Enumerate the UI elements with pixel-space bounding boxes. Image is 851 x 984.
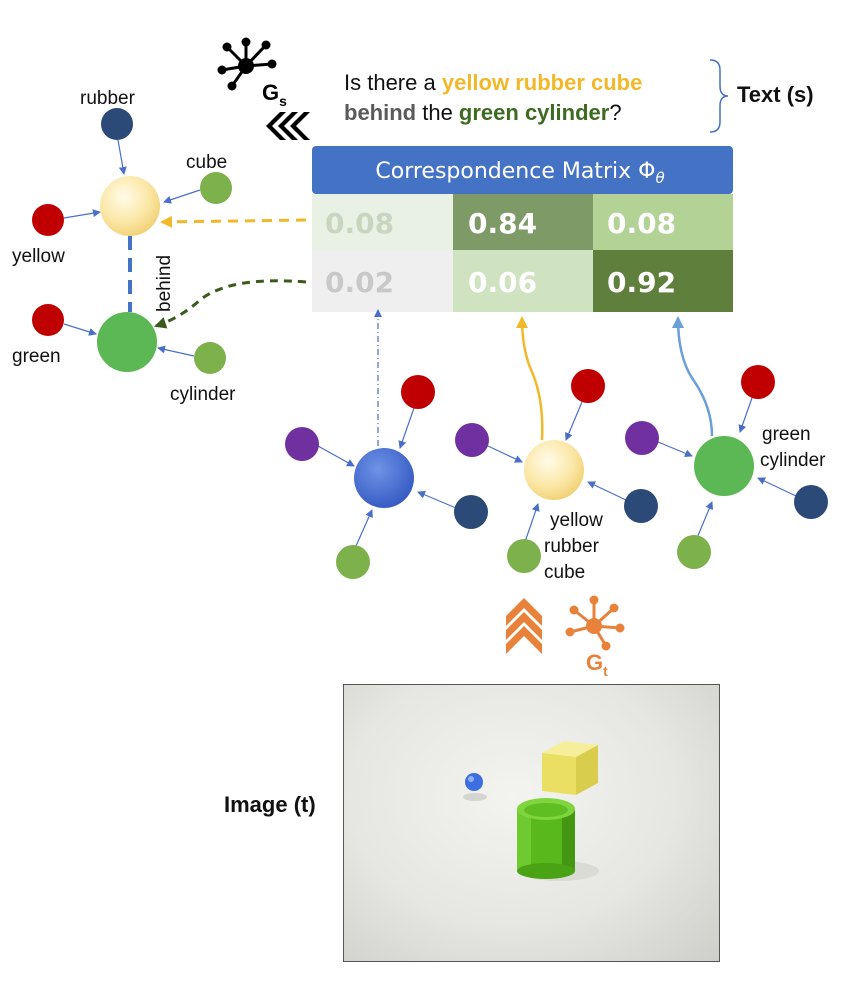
- cylinder-attr-node: [194, 342, 226, 374]
- label-img-cylinder: cylinder: [760, 450, 826, 471]
- match-arrow-green: [154, 279, 307, 329]
- graph-t-label: Gt: [586, 650, 608, 679]
- text-brace: [709, 59, 729, 133]
- matrix-value: 0.06: [468, 266, 537, 299]
- chevron-left-black-icon: [266, 112, 310, 140]
- yellow-cube-object: [542, 741, 598, 795]
- rubber-node: [101, 108, 133, 140]
- img-node-red: [741, 365, 775, 399]
- img-node-purple: [285, 427, 319, 461]
- matrix-title: Correspondence Matrix Φθ: [375, 159, 664, 187]
- matrix-header: [312, 146, 733, 194]
- img-node-navy: [454, 495, 488, 529]
- label-rubber: rubber: [80, 88, 136, 109]
- green-attr-node: [32, 304, 64, 336]
- matrix-cell-r2c2: [453, 250, 593, 312]
- scene-drawing: [463, 741, 599, 881]
- img-node-green: [336, 545, 370, 579]
- matrix-value: 0.84: [468, 207, 537, 240]
- matrix-value: 0.02: [325, 266, 394, 299]
- scene-photo: [343, 684, 720, 962]
- img-node-green: [677, 535, 711, 569]
- image-t-label: Image (t): [224, 792, 316, 817]
- img-node-navy: [794, 485, 828, 519]
- green-cylinder-node: [97, 312, 157, 372]
- graph-s-icon: [217, 37, 277, 91]
- image-graph: yellow rubber cube green cylinder: [285, 365, 828, 583]
- img-node-purple: [625, 421, 659, 455]
- img-node-green-cylinder: [694, 436, 754, 496]
- match-arrow-lightblue-up: [672, 316, 714, 437]
- question-line-2: behind the green cylinder?: [344, 100, 622, 125]
- label-cylinder: cylinder: [170, 384, 236, 405]
- img-node-purple: [455, 423, 489, 457]
- label-img-yellow: yellow: [550, 510, 603, 531]
- graph-s-label: Gs: [262, 80, 287, 109]
- label-img-rubber: rubber: [544, 536, 600, 557]
- label-img-cube: cube: [544, 562, 585, 583]
- match-arrow-yellow: [160, 215, 307, 228]
- text-s-label: Text (s): [737, 82, 814, 107]
- label-green: green: [12, 346, 61, 367]
- question-line-1: Is there a yellow rubber cube: [344, 70, 642, 95]
- yellow-attr-node: [32, 204, 64, 236]
- matrix-value: 0.92: [607, 266, 676, 299]
- matrix-cell-r1c1: [312, 194, 453, 250]
- label-behind: behind: [154, 255, 175, 312]
- matrix-value: 0.08: [325, 207, 394, 240]
- label-cube: cube: [186, 152, 227, 173]
- match-arrow-yellow-up: [516, 316, 544, 441]
- matrix-cell-r2c1: [312, 250, 453, 312]
- label-img-green: green: [762, 424, 811, 445]
- green-cylinder-object: [517, 798, 575, 879]
- label-yellow: yellow: [12, 246, 65, 267]
- img-node-navy: [624, 489, 658, 523]
- graph-t-icon: [565, 595, 625, 651]
- matrix-cell-r1c3: [593, 194, 733, 250]
- matrix-cell-r1c2: [453, 194, 593, 250]
- yellow-cube-node: [100, 176, 160, 236]
- cube-attr-node: [200, 172, 232, 204]
- img-node-green: [507, 539, 541, 573]
- text-graph: rubber cube yellow behind green cylinder: [12, 88, 236, 405]
- chevron-up-orange-icon: [506, 598, 542, 654]
- matrix-cell-r2c3: [593, 250, 733, 312]
- blue-sphere-object: [465, 773, 483, 791]
- img-node-blue-sphere: [354, 448, 414, 508]
- img-node-red: [401, 375, 435, 409]
- img-node-red: [571, 369, 605, 403]
- matrix-value: 0.08: [607, 207, 676, 240]
- img-node-yellow-cube: [524, 440, 584, 500]
- correspondence-matrix: Correspondence Matrix Φθ 0.08 0.84 0.08 …: [312, 146, 733, 312]
